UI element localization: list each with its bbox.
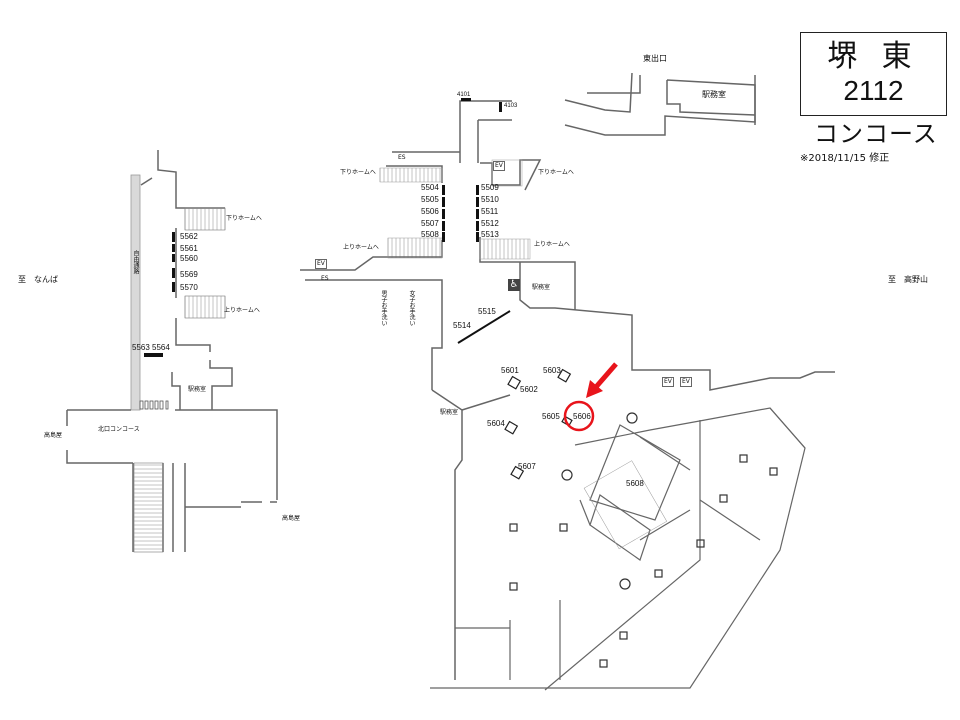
ad-label: 5603	[543, 366, 561, 375]
ad-label: 4101	[457, 92, 471, 98]
ad-label: 5513	[481, 230, 499, 239]
to-up-platform-right: 上りホームへ	[534, 241, 570, 248]
north-concourse-label: 北口コンコース	[98, 426, 140, 433]
to-up-platform-left: 上りホームへ	[343, 244, 379, 251]
free-passage-strip	[130, 174, 141, 411]
station-title-box: 堺 東 2112	[800, 32, 947, 116]
office-label: 駅務室	[440, 409, 459, 416]
revision-note: ※2018/11/15 修正	[800, 153, 890, 164]
ad-label: 5605	[542, 412, 560, 421]
station-name: 堺 東	[827, 40, 920, 73]
ad-label-pair: 5563 5564	[132, 343, 170, 352]
ad-label: 5570	[180, 283, 198, 292]
highlight-circle	[563, 400, 595, 432]
free-passage-label: 自由通路	[132, 250, 139, 274]
wheelchair-icon: ♿	[508, 279, 520, 291]
womens-toilet-label: 女子お手洗い	[408, 290, 415, 326]
lower-right-area	[430, 407, 806, 691]
elevator-label: EV	[493, 161, 505, 171]
ad-label: 5560	[180, 254, 198, 263]
ad-label: 5512	[481, 219, 499, 228]
office-label: 駅務室	[532, 284, 551, 291]
elevator-label: EV	[680, 377, 692, 387]
ad-label: 5510	[481, 195, 499, 204]
ad-label: 4103	[504, 103, 518, 109]
north-to-up-platform: 上りホームへ	[224, 307, 260, 314]
center-stairs	[379, 159, 668, 550]
ad-label: 5602	[520, 385, 538, 394]
left-ad-panels	[144, 232, 175, 357]
ad-label: 5601	[501, 366, 519, 375]
ad-label: 5504	[421, 183, 439, 192]
ad-label: 5514	[453, 321, 471, 330]
highlight-marker	[563, 362, 618, 432]
elevator-label: EV	[315, 259, 327, 269]
pillars	[509, 412, 778, 668]
ad-label: 5607	[518, 462, 536, 471]
ad-label: 5562	[180, 232, 198, 241]
left-walls	[66, 150, 278, 552]
north-office-label: 駅務室	[188, 386, 207, 393]
gates-left	[139, 400, 169, 410]
escalator-label: ES	[398, 154, 406, 161]
ad-label: 5509	[481, 183, 499, 192]
ad-label: 5508	[421, 230, 439, 239]
highlight-arrow-shaft	[594, 362, 618, 389]
ad-label: 5507	[421, 219, 439, 228]
floor-ad-stands	[504, 368, 573, 480]
ad-label: 5608	[626, 479, 644, 488]
ad-label: 5506	[421, 207, 439, 216]
takashimaya-left: 高島屋	[44, 432, 63, 439]
elevator-label: EV	[662, 377, 674, 387]
direction-namba: 至 なんば	[18, 275, 58, 284]
ad-label-highlighted: 5606	[573, 412, 591, 421]
north-to-down-platform: 下りホームへ	[226, 215, 262, 222]
ad-label: 5569	[180, 270, 198, 279]
to-down-platform-left: 下りホームへ	[340, 169, 376, 176]
east-exit-label: 東出口	[643, 54, 667, 63]
escalator-label: ES	[321, 275, 329, 282]
mens-toilet-label: 男子お手洗い	[380, 290, 387, 326]
ad-label: 5511	[481, 207, 499, 216]
east-office-label: 駅務室	[702, 90, 726, 99]
ad-label: 5561	[180, 244, 198, 253]
ad-panel-5514-5515	[457, 310, 511, 344]
ad-label: 5604	[487, 419, 505, 428]
center-ad-panels	[442, 98, 502, 242]
station-code: 2112	[843, 75, 904, 106]
takashimaya-right: 高島屋	[282, 515, 301, 522]
ad-label: 5515	[478, 307, 496, 316]
ad-label: 5505	[421, 195, 439, 204]
direction-koyasan: 至 高野山	[888, 275, 928, 284]
to-down-platform-right: 下りホームへ	[538, 169, 574, 176]
highlight-arrow-head	[586, 380, 603, 398]
area-name: コンコース	[814, 120, 938, 148]
